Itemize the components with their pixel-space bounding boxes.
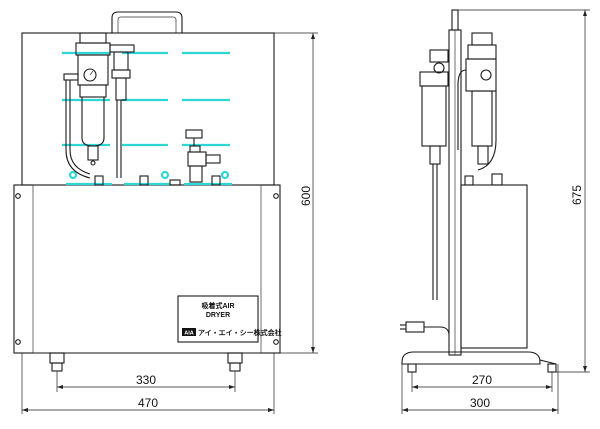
side-cabinet: [460, 184, 528, 349]
pressure-gauge-icon: [83, 68, 97, 82]
brand-logo: AIA: [184, 331, 194, 337]
fitting: [491, 173, 503, 186]
side-view: 270 300 675: [400, 9, 590, 414]
front-foot-right: [227, 352, 243, 372]
screw: [273, 193, 279, 199]
filter-regulator: [63, 32, 111, 166]
nameplate-line1: 吸着式AIR: [201, 301, 234, 310]
side-foot: [547, 363, 557, 373]
dim-side-height: 675: [570, 185, 584, 205]
dim-front-height: 600: [299, 186, 313, 206]
dim-side-width: 300: [470, 396, 490, 410]
front-view: 吸着式AIR DRYER AIA アイ・エイ・シー株式会社 330: [13, 11, 318, 414]
pipe: [69, 80, 91, 175]
front-cabinet: [13, 184, 281, 354]
side-filter-regulator-right: [457, 32, 497, 171]
pipe: [65, 80, 91, 179]
fitting: [464, 175, 474, 186]
dim-600: 600: [274, 32, 318, 354]
carry-handle: [111, 11, 183, 33]
front-cabinet-inner-panel: [32, 184, 262, 354]
screw: [15, 193, 21, 199]
dim-270: 270: [411, 372, 553, 392]
check-valve: [109, 44, 135, 101]
highlight-bars: [62, 51, 232, 186]
side-foot: [407, 363, 417, 373]
fitting: [94, 175, 104, 186]
side-handle: [451, 9, 459, 31]
fitting: [139, 175, 149, 186]
dim-470: 470: [21, 353, 275, 414]
screw: [15, 339, 21, 345]
side-base: [401, 351, 541, 365]
carry-handle-inner: [117, 16, 177, 33]
filter-bowl: [81, 97, 105, 147]
screw: [273, 339, 279, 345]
nameplate-line2: DRYER: [206, 312, 230, 319]
dim-front-width: 470: [138, 396, 158, 410]
dim-side-base-width: 270: [472, 373, 492, 387]
dim-front-inner-width: 330: [136, 373, 156, 387]
nameplate: 吸着式AIR DRYER AIA アイ・エイ・シー株式会社: [177, 295, 282, 343]
nameplate-company: アイ・エイ・シー株式会社: [198, 328, 282, 337]
power-plug: [400, 321, 450, 335]
front-foot-left: [49, 352, 65, 372]
fitting: [211, 175, 221, 186]
front-back-panel: [21, 32, 275, 186]
side-filter-regulator: [419, 49, 449, 300]
dim-675: 675: [458, 9, 590, 373]
dim-300: 300: [401, 364, 559, 414]
fitting: [169, 179, 181, 186]
dim-330: 330: [56, 371, 236, 392]
needle-valve: [185, 129, 221, 183]
